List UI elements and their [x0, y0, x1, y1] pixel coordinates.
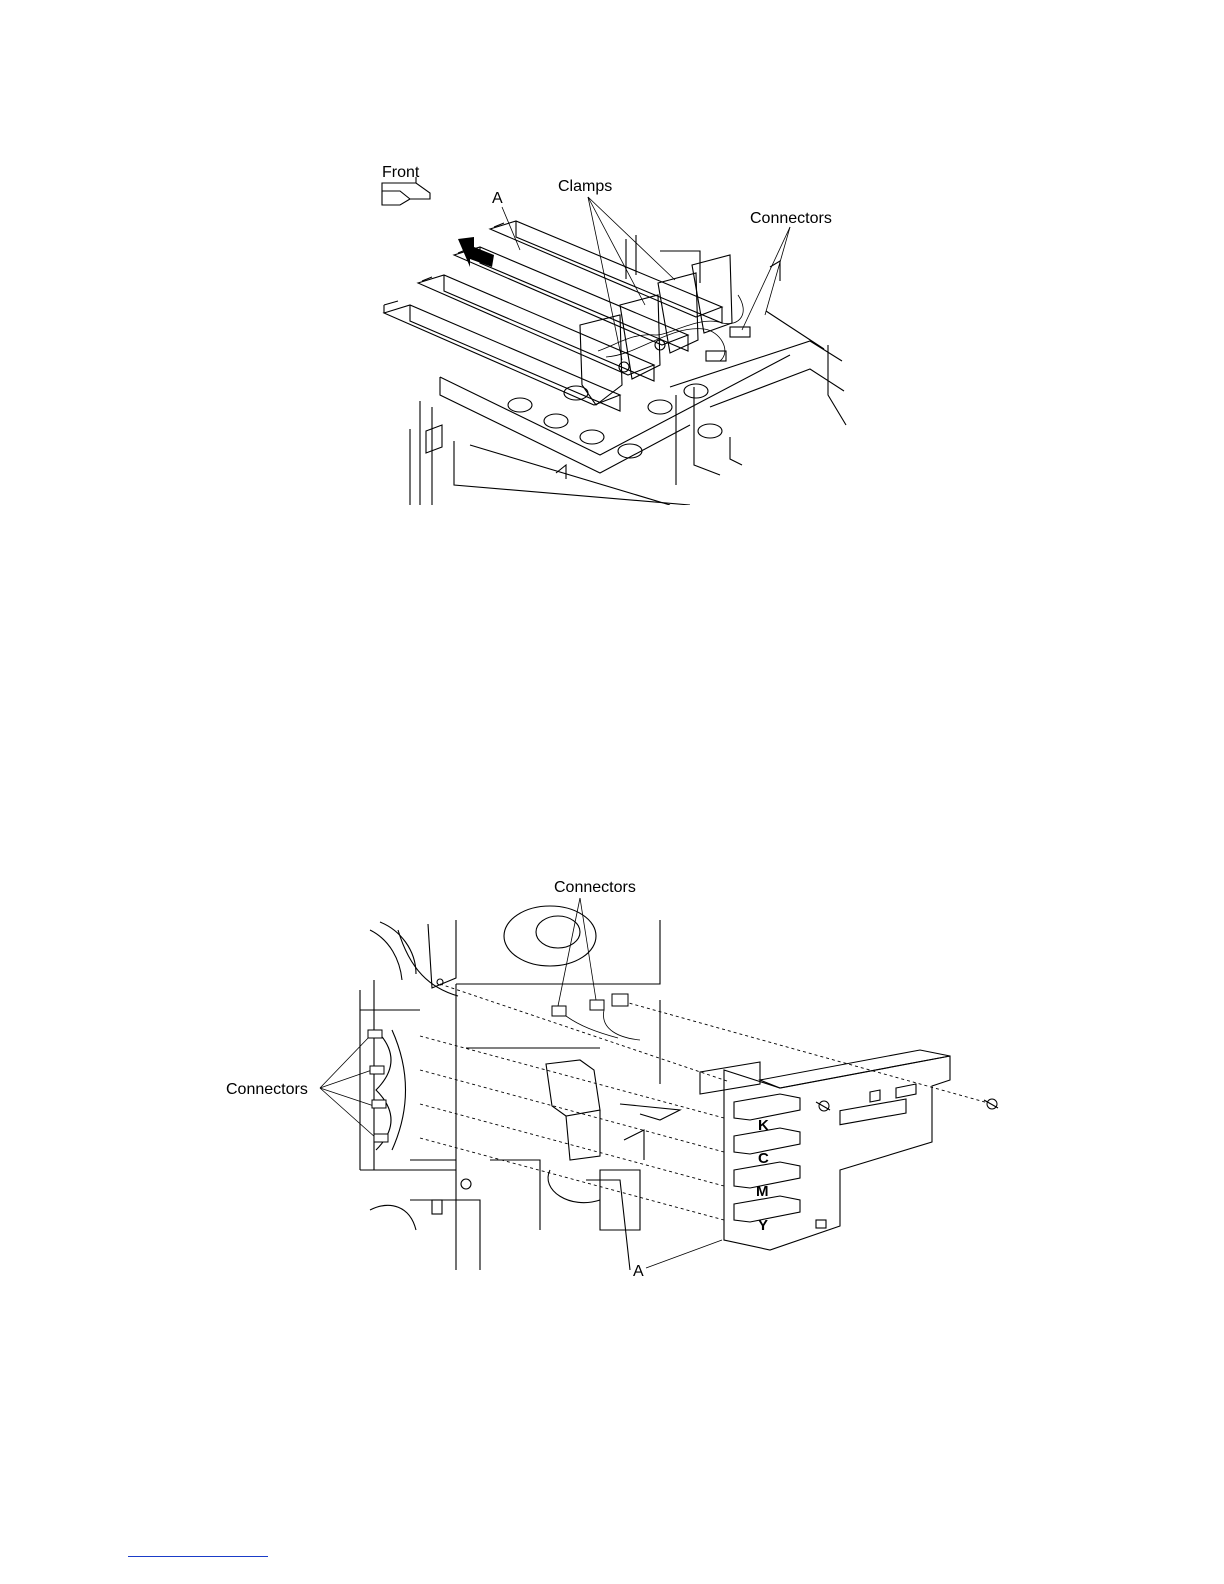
figure-printhead-assembly-drawing: Front A Clamps Connectors	[370, 155, 860, 505]
figure-printhead-assembly: Front A Clamps Connectors	[370, 155, 860, 505]
slot-label-y: Y	[758, 1217, 768, 1234]
leader-lines	[502, 197, 790, 360]
top-connectors	[552, 994, 640, 1040]
figure-hvps-board: Connectors Connectors A	[220, 870, 1020, 1290]
leader-lines	[320, 898, 722, 1268]
callout-a-label: A	[633, 1263, 644, 1280]
slot-label-c: C	[758, 1150, 769, 1167]
left-connectors	[368, 1030, 388, 1142]
slot-label-m: M	[756, 1183, 769, 1200]
slot-label-k: K	[758, 1117, 769, 1134]
clamps-label: Clamps	[558, 178, 612, 195]
front-label: Front	[382, 164, 420, 181]
front-arrow-icon	[382, 177, 430, 205]
connectors-left-label: Connectors	[226, 1081, 308, 1098]
screw-icon	[816, 1101, 830, 1111]
connectors-top-label: Connectors	[554, 879, 636, 896]
screw-icon-right	[984, 1099, 998, 1109]
printhead-unit	[384, 221, 750, 411]
footer-link[interactable]	[128, 1556, 268, 1557]
printer-frame	[360, 906, 680, 1270]
hvps-board: K C M Y	[700, 1050, 950, 1250]
figure-hvps-board-drawing: Connectors Connectors A	[220, 870, 1020, 1290]
callout-a-label: A	[492, 190, 503, 207]
connectors-label: Connectors	[750, 210, 832, 227]
